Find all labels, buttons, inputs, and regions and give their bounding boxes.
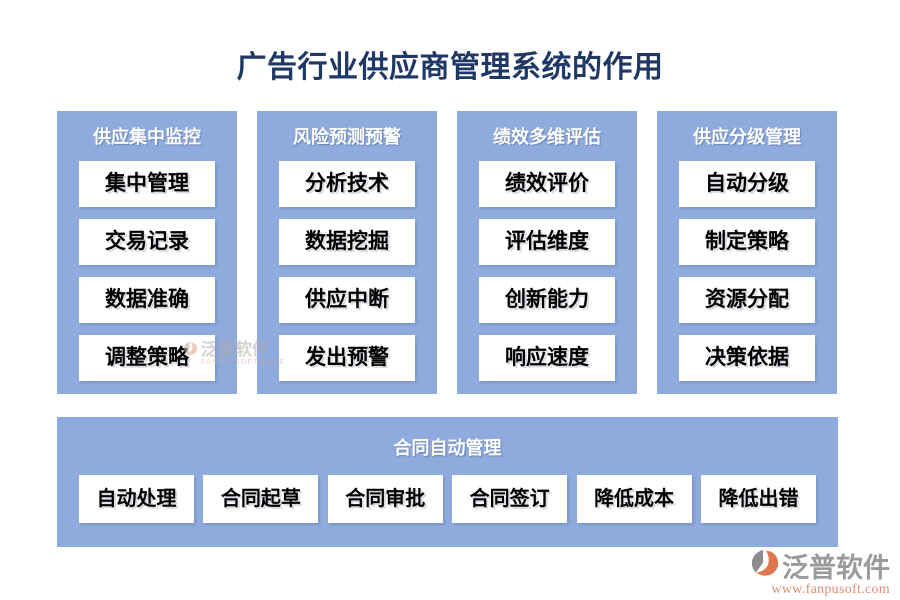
item-card: 降低成本	[576, 475, 692, 523]
item-card: 合同审批	[327, 475, 443, 523]
column-header: 供应集中监控	[93, 127, 201, 147]
column-performance-multidimensional-evaluation: 绩效多维评估 绩效评价 评估维度 创新能力 响应速度	[457, 111, 637, 394]
item-card: 绩效评价	[479, 161, 615, 207]
fanpu-logo: 泛普软件 www.fanpusoft.com	[750, 546, 890, 598]
item-card: 制定策略	[679, 219, 815, 265]
logo-url-text: www.fanpusoft.com	[771, 582, 890, 597]
item-card: 集中管理	[79, 161, 215, 207]
item-card: 创新能力	[479, 277, 615, 323]
item-card: 供应中断	[279, 277, 415, 323]
bottom-band-contract-auto-management: 合同自动管理 自动处理 合同起草 合同审批 合同签订 降低成本 降低出错	[57, 417, 838, 547]
columns-area: 供应集中监控 集中管理 交易记录 数据准确 调整策略 风险预测预警 分析技术 数…	[57, 111, 838, 394]
item-card: 降低出错	[700, 475, 816, 523]
item-card: 数据挖掘	[279, 219, 415, 265]
fanpu-swoosh-icon	[750, 548, 780, 583]
item-card: 发出预警	[279, 335, 415, 381]
item-card: 合同签订	[452, 475, 568, 523]
column-header: 绩效多维评估	[493, 127, 601, 147]
column-supply-central-monitoring: 供应集中监控 集中管理 交易记录 数据准确 调整策略	[57, 111, 237, 394]
column-risk-forecast-warning: 风险预测预警 分析技术 数据挖掘 供应中断 发出预警	[257, 111, 437, 394]
item-card: 自动处理	[79, 475, 194, 523]
band-header: 合同自动管理	[393, 438, 502, 458]
item-card: 数据准确	[79, 277, 215, 323]
item-card: 调整策略	[79, 335, 215, 381]
item-card: 决策依据	[679, 335, 815, 381]
column-header: 供应分级管理	[693, 127, 801, 147]
item-card: 响应速度	[479, 335, 615, 381]
logo-brand-text: 泛普软件	[782, 553, 890, 583]
item-card: 评估维度	[479, 219, 615, 265]
band-items-row: 自动处理 合同起草 合同审批 合同签订 降低成本 降低出错	[57, 473, 838, 523]
item-card: 交易记录	[79, 219, 215, 265]
item-card: 自动分级	[679, 161, 815, 207]
item-card: 分析技术	[279, 161, 415, 207]
fanpu-logo-row: 泛普软件	[750, 546, 890, 585]
item-card: 资源分配	[679, 277, 815, 323]
column-supply-tier-management: 供应分级管理 自动分级 制定策略 资源分配 决策依据	[657, 111, 837, 394]
page-title: 广告行业供应商管理系统的作用	[236, 51, 664, 84]
column-header: 风险预测预警	[293, 127, 401, 147]
item-card: 合同起草	[203, 475, 319, 523]
